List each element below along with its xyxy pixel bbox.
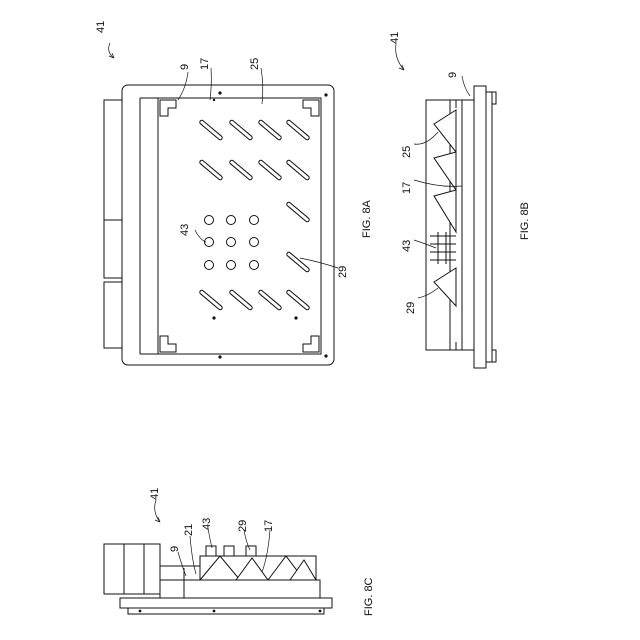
base-plate-outer xyxy=(474,86,486,368)
ref-43-8b: 43 xyxy=(401,240,413,252)
ref-17-8c: 17 xyxy=(263,520,275,532)
fin-teeth-8c xyxy=(200,546,316,580)
ref-43-8c: 43 xyxy=(201,518,213,530)
ref-41-8a: 41 xyxy=(95,21,107,33)
diagonal-fins xyxy=(199,119,310,310)
outer-frame xyxy=(122,85,334,365)
caption-fig-8c: FIG. 8C xyxy=(363,577,375,616)
ref-21-8c: 21 xyxy=(183,524,195,536)
caption-fig-8a: FIG. 8A xyxy=(361,199,373,238)
ref-9-8b: 9 xyxy=(447,72,459,78)
caption-fig-8b: FIG. 8B xyxy=(519,202,531,240)
ref-41-8c: 41 xyxy=(149,488,161,500)
pin-array xyxy=(205,216,259,270)
ref-29-8c: 29 xyxy=(237,520,249,532)
pin-comb-8b xyxy=(430,232,456,264)
ref-29-8a: 29 xyxy=(337,266,349,278)
ref-25-8a: 25 xyxy=(249,58,261,70)
ref-41-8b: 41 xyxy=(389,32,401,44)
fin-teeth-8b xyxy=(434,110,456,306)
ref-17-8b: 17 xyxy=(401,182,413,194)
ref-9-8c: 9 xyxy=(169,546,181,552)
fig-8b-side-view: 41 9 25 17 43 29 FIG. 8B xyxy=(389,32,531,368)
side-module-lower xyxy=(104,282,122,348)
ref-29-8b: 29 xyxy=(405,302,417,314)
base-plate-8c xyxy=(120,598,332,608)
ref-17-8a: 17 xyxy=(199,58,211,70)
fig-8a-plan-view: 41 9 17 25 43 29 FIG. 8A xyxy=(95,21,373,365)
fig-8c-end-view: 41 9 21 43 29 17 FIG. 8C xyxy=(104,488,375,616)
side-module-upper xyxy=(104,100,122,220)
ref-43-8a: 43 xyxy=(179,224,191,236)
ref-9-8a: 9 xyxy=(179,64,191,70)
side-module-middle xyxy=(104,220,122,278)
ref-25-8b: 25 xyxy=(401,146,413,158)
